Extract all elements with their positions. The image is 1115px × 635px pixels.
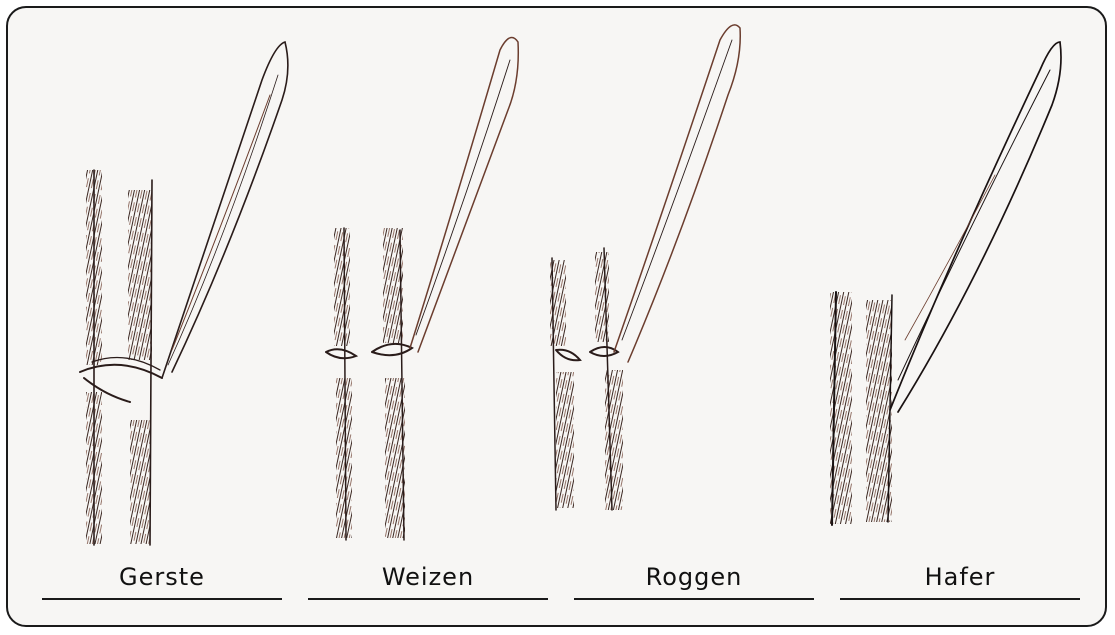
label-hafer: Hafer <box>840 562 1080 592</box>
label-weizen: Weizen <box>308 562 548 592</box>
gerste-drawing <box>80 42 288 545</box>
answer-line-gerste <box>42 598 282 600</box>
roggen-drawing <box>550 25 740 510</box>
answer-line-weizen <box>308 598 548 600</box>
answer-line-roggen <box>574 598 814 600</box>
label-roggen: Roggen <box>574 562 814 592</box>
weizen-drawing <box>326 38 518 541</box>
answer-line-hafer <box>840 598 1080 600</box>
label-gerste: Gerste <box>42 562 282 592</box>
hafer-drawing <box>830 42 1061 525</box>
